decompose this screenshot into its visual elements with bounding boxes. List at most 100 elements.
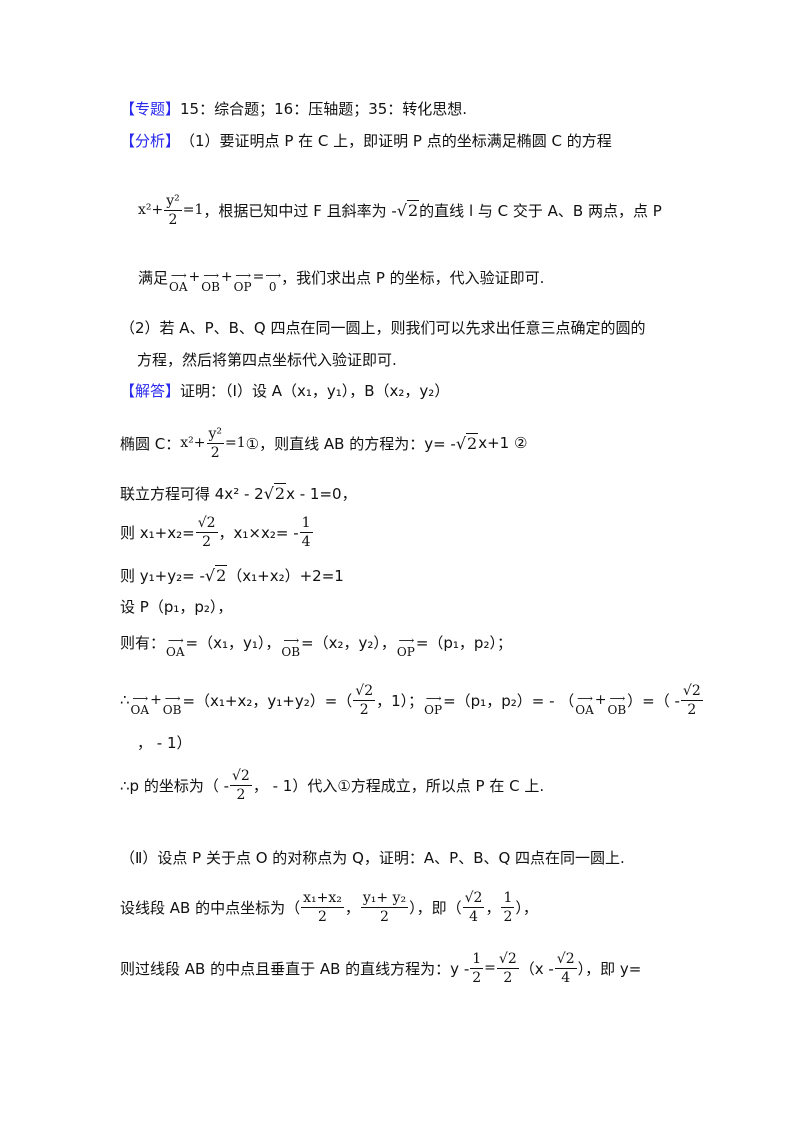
numerator: √2: [195, 514, 218, 533]
vector: ⟶OB: [281, 635, 300, 659]
text: =（x₁+x₂，y₁+y₂）=（: [182, 691, 353, 710]
text: 联立方程可得 4x² - 2: [120, 484, 264, 503]
text: 则有：: [120, 633, 166, 652]
radical-sign: √: [396, 200, 407, 220]
vector-arrow-icon: ⟶: [203, 269, 219, 282]
text: ，根据已知中过 F 且斜率为 -: [203, 201, 397, 220]
text: x - 1=0，: [286, 484, 357, 503]
vector: ⟶OB: [608, 693, 627, 717]
vector-name: OA: [130, 703, 150, 717]
text: （2）若 A、P、B、Q 四点在同一圆上，则我们可以先求出任意三点确定的圆的: [120, 318, 646, 337]
denominator: 2: [503, 908, 513, 925]
vector: ⟶OP: [424, 692, 443, 717]
vector-arrow-icon: ⟶: [425, 692, 442, 705]
radical-sign: √: [263, 483, 274, 503]
square-root: √2: [455, 432, 479, 453]
square-root: √2: [263, 482, 287, 503]
text-line: 【专题】15：综合题；16：压轴题；35：转化思想.: [120, 96, 467, 120]
vector-arrow-icon: ⟶: [167, 634, 184, 647]
text: x+1 ②: [478, 434, 528, 452]
text: 的直线 l 与 C 交于 A、B 两点，点 P: [419, 201, 662, 220]
numerator: y²: [206, 425, 225, 444]
text-line: 【解答】证明：（Ⅰ）设 A（x₁，y₁），B（x₂，y₂）: [120, 378, 449, 402]
radicand: 2: [406, 199, 420, 220]
math-text: x²+: [180, 435, 206, 451]
vector: ⟶OA: [166, 634, 185, 659]
text: ，1）；: [376, 691, 424, 710]
section-label: 【专题】: [120, 99, 181, 118]
numerator: y₁+ y₂: [360, 889, 409, 908]
text: （Ⅱ）设点 P 关于点 O 的对称点为 Q，证明：A、P、B、Q 四点在同一圆上…: [120, 848, 625, 867]
numerator: 1: [299, 514, 313, 533]
text: ， - 1）: [137, 733, 192, 752]
numerator: 1: [501, 889, 515, 908]
radicand: 2: [273, 482, 287, 503]
text-line: （Ⅱ）设点 P 关于点 O 的对称点为 Q，证明：A、P、B、Q 四点在同一圆上…: [120, 845, 625, 869]
text: 方程，然后将第四点坐标代入验证即可.: [137, 350, 397, 369]
math-text: =1: [225, 435, 246, 451]
radical-sign: √: [455, 433, 467, 453]
vector-arrow-icon: ⟶: [265, 269, 281, 282]
text-line: 满足⟶OA+⟶OB+⟶OP=⟶0，我们求出点 P 的坐标，代入验证即可.: [138, 265, 545, 295]
vector-arrow-icon: ⟶: [132, 692, 148, 705]
vector-name: OP: [424, 703, 443, 717]
vector-arrow-icon: ⟶: [577, 692, 593, 705]
numerator: √2: [554, 950, 577, 969]
text: 满足: [138, 268, 169, 287]
text: ∴: [120, 691, 130, 709]
denominator: 4: [301, 533, 311, 550]
text: =（x₂，y₂），: [301, 633, 396, 652]
text: ∴p 的坐标为（ -: [120, 776, 230, 795]
text-line: ， - 1）: [137, 730, 192, 754]
vector: ⟶0: [265, 269, 281, 294]
vector-name: OP: [233, 280, 252, 294]
numerator: √2: [680, 682, 703, 701]
text: 设线段 AB 的中点坐标为（: [120, 898, 301, 917]
text: （x -: [519, 959, 554, 978]
text: 15：综合题；16：压轴题；35：转化思想.: [180, 99, 468, 118]
text: =（p₁，p₂）；: [415, 633, 512, 652]
section-label: 【分析】: [120, 131, 181, 150]
text: 证明：（Ⅰ）设 A（x₁，y₁），B（x₂，y₂）: [180, 381, 450, 400]
vector-arrow-icon: ⟶: [398, 634, 414, 647]
numerator: y²: [164, 192, 182, 211]
text: 椭圆 C：: [120, 434, 181, 453]
text-line: 设 P（p₁，p₂），: [120, 594, 232, 618]
vector-arrow-icon: ⟶: [235, 269, 251, 282]
vector-name: OB: [201, 280, 220, 294]
numerator: √2: [462, 889, 485, 908]
vector: ⟶OA: [169, 270, 188, 294]
text: =（x₁，y₁），: [185, 633, 281, 652]
text: 则 y₁+y₂= -: [120, 566, 205, 585]
denominator: 2: [503, 969, 513, 986]
vector-arrow-icon: ⟶: [164, 692, 181, 705]
vector: ⟶OA: [575, 692, 594, 717]
numerator: 1: [470, 950, 484, 969]
denominator: 2: [210, 444, 220, 461]
text: ，我们求出点 P 的坐标，代入验证即可.: [281, 268, 545, 287]
square-root: √2: [396, 199, 420, 220]
vector: ⟶OB: [201, 269, 220, 294]
math-text: =: [252, 269, 265, 285]
denominator: 2: [168, 211, 178, 228]
text: （1）要证明点 P 在 C 上，即证明 P 点的坐标满足椭圆 C 的方程: [180, 131, 612, 150]
denominator: 2: [318, 908, 327, 925]
section-label: 【解答】: [120, 381, 181, 400]
text: ）=（ -: [627, 691, 680, 710]
text: ，x₁×x₂= -: [218, 523, 299, 542]
vector-name: OB: [162, 703, 182, 717]
math-text: +: [220, 269, 233, 285]
numerator: √2: [230, 767, 252, 786]
text: 则过线段 AB 的中点且垂直于 AB 的直线方程为：y -: [120, 959, 470, 978]
denominator: 2: [380, 908, 389, 925]
math-text: x²+: [138, 202, 164, 218]
